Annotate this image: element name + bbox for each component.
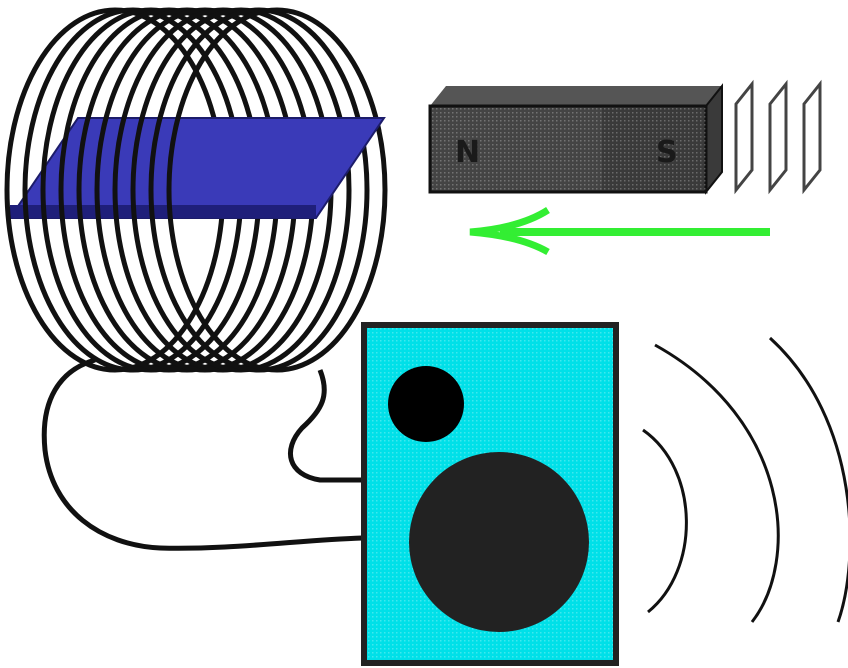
magnet-texture xyxy=(432,108,706,190)
coil-loop-front xyxy=(148,7,260,373)
arrow-head xyxy=(469,207,550,256)
coil-loop-front xyxy=(112,7,224,373)
sound-waves xyxy=(642,336,848,623)
connecting-wire xyxy=(41,357,363,551)
motion-trail xyxy=(768,79,788,195)
coil-loop-back xyxy=(240,7,352,373)
motion-trail xyxy=(802,79,822,195)
coil-loop-front xyxy=(22,7,134,373)
coil-loop-front xyxy=(40,7,152,373)
speaker-tweeter xyxy=(388,366,464,442)
magnet-motion-trails xyxy=(734,79,822,195)
coil-loop-front xyxy=(130,7,242,373)
motion-arrow xyxy=(469,207,770,256)
coil-loop-back xyxy=(258,7,370,373)
coil-front-loops xyxy=(4,7,278,373)
wire-upper xyxy=(287,369,362,483)
coil-loop-front xyxy=(58,7,170,373)
coil-loop-front xyxy=(94,7,206,373)
coil-loop-front xyxy=(76,7,188,373)
magnet-top-face xyxy=(430,86,722,106)
speaker xyxy=(361,322,619,666)
magnet-end-face xyxy=(705,83,723,195)
south-pole-label: S xyxy=(656,135,678,170)
sound-wave-2 xyxy=(654,343,780,623)
north-pole-label: N xyxy=(455,135,480,170)
wire-lower xyxy=(41,357,363,551)
speaker-woofer xyxy=(409,452,589,632)
coil-loop-front xyxy=(166,7,278,373)
sound-wave-1 xyxy=(642,428,688,614)
motion-trail xyxy=(734,79,754,195)
plate-edge xyxy=(10,205,316,218)
bar-magnet: N S xyxy=(428,83,723,195)
coil-loop-back xyxy=(276,7,388,373)
coil-loop-front xyxy=(4,7,116,373)
sound-wave-3 xyxy=(768,336,848,623)
